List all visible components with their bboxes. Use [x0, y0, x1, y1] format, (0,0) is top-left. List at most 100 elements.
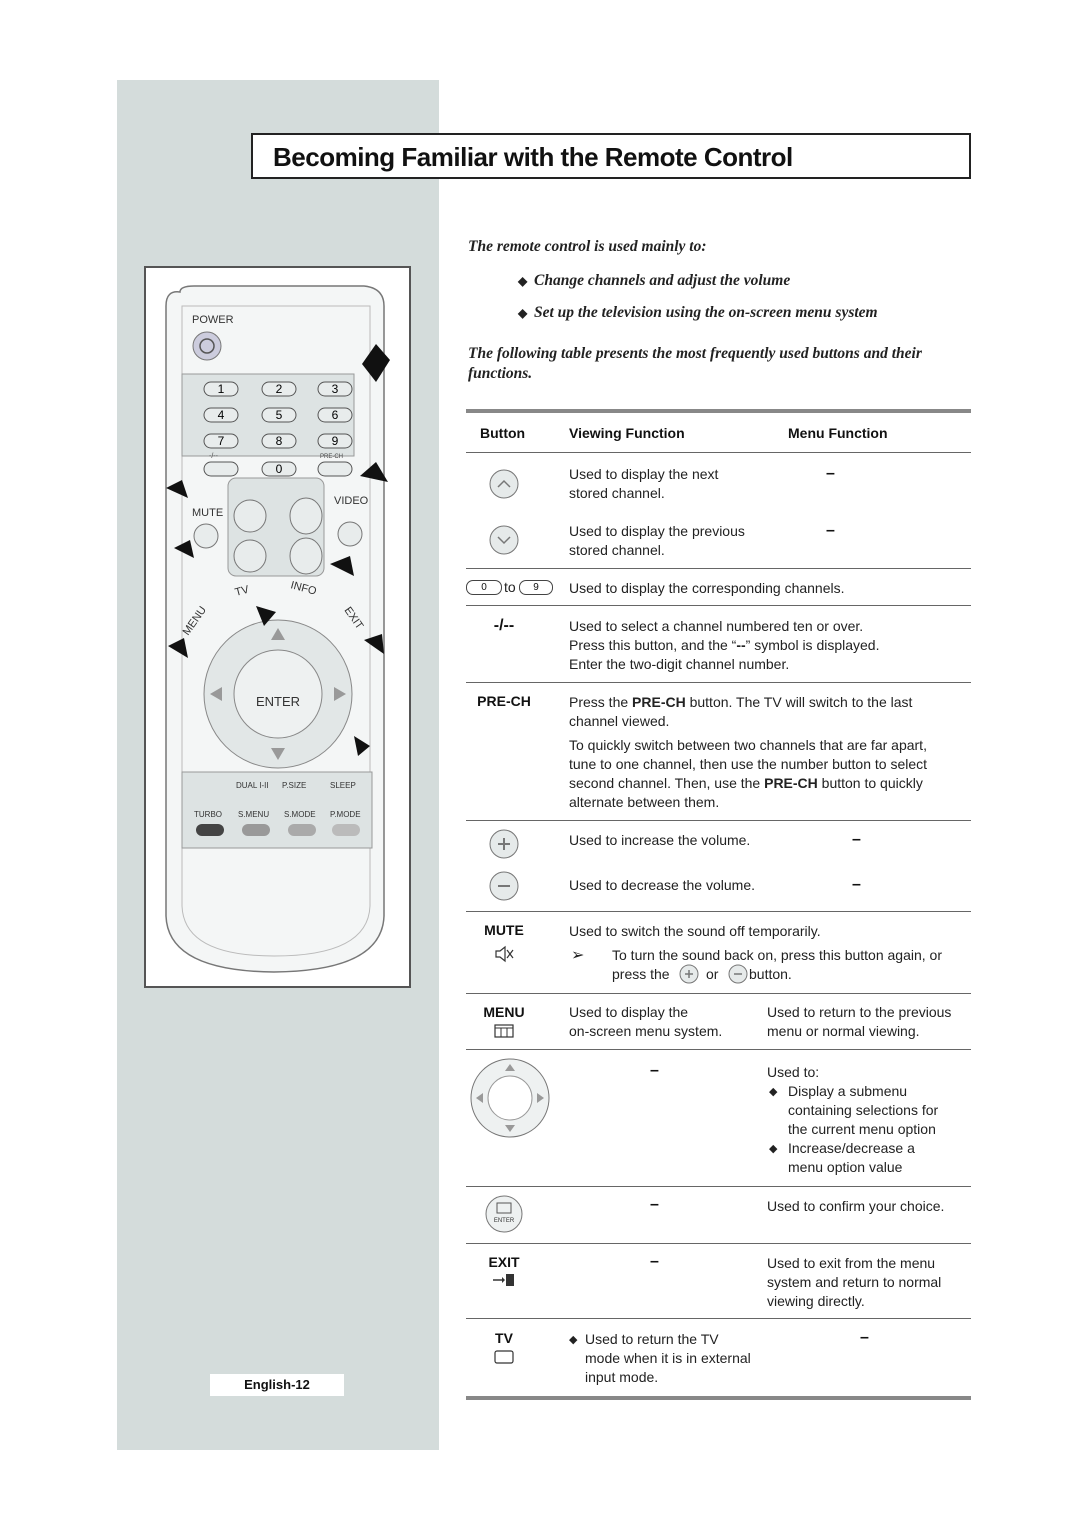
arrows-used: Used to:: [767, 1064, 820, 1080]
prech-line4: tune to one channel, then use the number…: [569, 756, 928, 772]
svg-text:TV: TV: [234, 583, 251, 598]
arrows-b1b: containing selections for: [788, 1102, 939, 1118]
svg-text:S.MENU: S.MENU: [238, 810, 269, 819]
dash: –: [852, 831, 861, 848]
svg-text:ENTER: ENTER: [256, 694, 300, 709]
remote-illustration: POWER 1 2 3 4 5 6 7 8 9 0 -/-- PRE-CH P …: [165, 285, 390, 973]
svg-text:2: 2: [276, 382, 283, 396]
svg-text:9: 9: [332, 434, 339, 448]
arrows-b2b: menu option value: [788, 1159, 903, 1175]
ten-button-label: -/--: [493, 617, 515, 634]
prech-line2: channel viewed.: [569, 713, 670, 729]
diamond-icon: ◆: [769, 1143, 778, 1155]
remote-digit-buttons: 1 2 3 4 5 6 7 8 9 0: [203, 381, 353, 477]
pointer-arrows: [166, 344, 390, 756]
exit-icon: [493, 1274, 514, 1286]
svg-text:SLEEP: SLEEP: [330, 781, 356, 790]
volume-down-icon: [728, 964, 748, 984]
svg-text:ENTER: ENTER: [494, 1218, 515, 1224]
tv-viewing-1: Used to return the TV: [585, 1331, 719, 1347]
diamond-icon: ◆: [769, 1086, 778, 1098]
divider: [466, 993, 971, 994]
prech-button-label: PRE-CH: [477, 693, 531, 709]
prech-line6: alternate between them.: [569, 794, 720, 810]
ch-up-viewing: Used to display the next stored channel.: [569, 466, 719, 501]
prech-line5: second channel. Then, use the PRE-CH but…: [569, 775, 923, 791]
menu-viewing-2: on-screen menu system.: [569, 1023, 723, 1039]
tv-icon: [494, 1350, 514, 1364]
volume-up-icon: [489, 829, 519, 859]
mute-icon: [495, 945, 514, 963]
divider: [466, 605, 971, 606]
svg-text:4: 4: [218, 408, 225, 422]
numbers-viewing: Used to display the corresponding channe…: [569, 580, 845, 596]
divider: [466, 1186, 971, 1187]
divider: [466, 1318, 971, 1319]
svg-text:5: 5: [276, 408, 283, 422]
vol-up-viewing: Used to increase the volume.: [569, 832, 751, 848]
divider: [466, 1049, 971, 1050]
mute-note-or: or: [706, 966, 719, 982]
table-top-rule: [466, 409, 971, 413]
tv-viewing-3: input mode.: [585, 1369, 659, 1385]
menu-icon: [494, 1024, 514, 1038]
col-header-viewing: Viewing Function: [569, 425, 685, 441]
table-bottom-rule: [466, 1396, 971, 1400]
intro-bullet: ◆Set up the television using the on-scre…: [518, 304, 878, 321]
arrows-b2a: Increase/decrease a: [788, 1140, 915, 1156]
col-header-button: Button: [480, 425, 526, 441]
tv-viewing-2: mode when it is in external: [585, 1350, 751, 1366]
page-title-box: Becoming Familiar with the Remote Contro…: [251, 133, 971, 179]
intro-bullet: ◆Change channels and adjust the volume: [518, 272, 791, 289]
divider: [466, 452, 971, 453]
svg-text:1: 1: [218, 382, 225, 396]
ten-line1: Used to select a channel numbered ten or…: [569, 618, 864, 634]
menu-button-label: MENU: [483, 1004, 525, 1020]
svg-text:0: 0: [276, 462, 283, 476]
svg-text:PRE-CH: PRE-CH: [320, 454, 343, 460]
dash: –: [650, 1062, 659, 1079]
digit-button-icon: 0: [466, 580, 502, 595]
prech-line3: To quickly switch between two channels t…: [569, 737, 927, 753]
svg-text:MUTE: MUTE: [192, 507, 223, 519]
vol-down-viewing: Used to decrease the volume.: [569, 877, 755, 893]
ten-line3: Enter the two-digit channel number.: [569, 656, 790, 672]
diamond-icon: ◆: [569, 1334, 578, 1346]
col-header-menu: Menu Function: [788, 425, 888, 441]
arrows-b1a: Display a submenu: [788, 1083, 908, 1099]
digit-button-icon: 9: [519, 580, 553, 595]
exit-menu-1: Used to exit from the menu: [767, 1255, 936, 1271]
channel-up-icon: [489, 469, 519, 499]
diamond-icon: ◆: [518, 274, 528, 288]
diamond-icon: ◆: [518, 306, 528, 320]
divider: [466, 820, 971, 821]
svg-text:P.MODE: P.MODE: [330, 810, 361, 819]
menu-function-1: Used to return to the previous: [767, 1004, 952, 1020]
svg-text:DUAL I-II: DUAL I-II: [236, 781, 269, 790]
mute-note-b: press the: [612, 966, 670, 982]
dash: –: [826, 522, 835, 539]
ten-line2: Press this button, and the “--” symbol i…: [569, 637, 880, 653]
svg-text:3: 3: [332, 382, 339, 396]
tv-button-label: TV: [495, 1330, 513, 1346]
svg-text:-/--: -/--: [209, 453, 219, 460]
intro-heading: The remote control is used mainly to:: [468, 238, 707, 255]
svg-text:S.MODE: S.MODE: [284, 810, 316, 819]
divider: [466, 911, 971, 912]
remote-power-label: POWER: [192, 314, 234, 326]
dash: –: [826, 465, 835, 482]
mute-button-label: MUTE: [484, 922, 524, 938]
mute-note-c: button.: [749, 966, 792, 982]
arrows-b1c: the current menu option: [788, 1121, 936, 1137]
svg-text:6: 6: [332, 408, 339, 422]
page-title: Becoming Familiar with the Remote Contro…: [273, 142, 793, 172]
note-arrow-icon: ➢: [571, 947, 585, 964]
exit-button-label: EXIT: [488, 1254, 520, 1270]
mute-note-a: To turn the sound back on, press this bu…: [612, 947, 942, 963]
menu-viewing-1: Used to display the: [569, 1004, 689, 1020]
numbers-to: to: [504, 579, 516, 595]
prech-line1: Press the PRE-CH button. The TV will swi…: [569, 694, 913, 710]
svg-text:VIDEO: VIDEO: [334, 495, 369, 507]
ch-down-viewing: Used to display the previous stored chan…: [569, 523, 745, 558]
enter-menu: Used to confirm your choice.: [767, 1198, 945, 1214]
